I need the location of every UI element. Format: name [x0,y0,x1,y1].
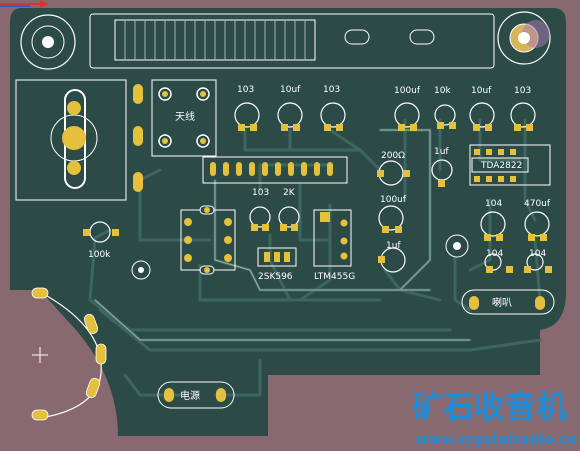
label-power: 电源 [180,389,200,402]
header-connector [202,156,348,184]
via-holes [131,234,469,280]
antenna-module [151,79,217,157]
power-connector [157,381,235,409]
label-c10uf-a: 10uf [280,85,301,95]
label-c10uf-b: 10uf [471,86,492,96]
label-r100k: 100k [88,250,111,260]
label-c103-a: 103 [237,85,254,95]
label-c103-c: 103 [514,86,531,96]
site-watermark: 矿石收音机 www.crystalradio.cn [412,390,577,448]
label-c100uf-a: 100uf [394,86,421,96]
label-speaker: 喇叭 [492,297,512,309]
label-c103-b: 103 [323,85,340,95]
origin-axis-icon [0,0,48,8]
label-c100uf-b: 100uf [380,195,407,205]
label-2sk596: 2SK596 [258,272,293,282]
filter-ltm455g [313,209,352,267]
crosshair-marker [32,347,48,363]
label-c104-c: 104 [529,249,546,259]
pcb-board [10,8,566,436]
transistor-2sk596 [257,247,297,267]
label-r200: 200Ω [381,151,405,161]
label-c104-b: 104 [486,249,503,259]
coil-pads [133,84,143,192]
speaker-connector [461,289,555,315]
label-ltm455g: LTM455G [314,272,355,282]
mounting-hole-top-right [497,11,551,65]
oscillator-coil [180,205,236,275]
watermark-url: www.crystalradio.cn [416,432,577,448]
tuning-dial-strip [89,13,495,69]
label-r2k: 2K [283,188,296,198]
component-pads [83,122,552,273]
silk-labels: 103 10uf 103 100uf 10k 10uf 103 天线 200Ω … [88,85,551,402]
label-c104-a: 104 [485,199,502,209]
mounting-hole-top-left [20,14,76,70]
arc-pads [31,287,107,421]
label-c1uf-b: 1uf [386,241,401,251]
speaker-arc-outline [39,291,102,419]
label-c103-d: 103 [252,188,269,198]
watermark-title: 矿石收音机 [412,390,567,426]
label-c470uf: 470uf [524,199,551,209]
ferrite-holder-outline [15,79,127,201]
label-c1uf-a: 1uf [434,147,449,157]
label-r10k: 10k [434,86,451,96]
label-antenna: 天线 [175,110,195,123]
ic-tda2822 [469,144,551,186]
label-tda2822: TDA2822 [480,161,522,171]
